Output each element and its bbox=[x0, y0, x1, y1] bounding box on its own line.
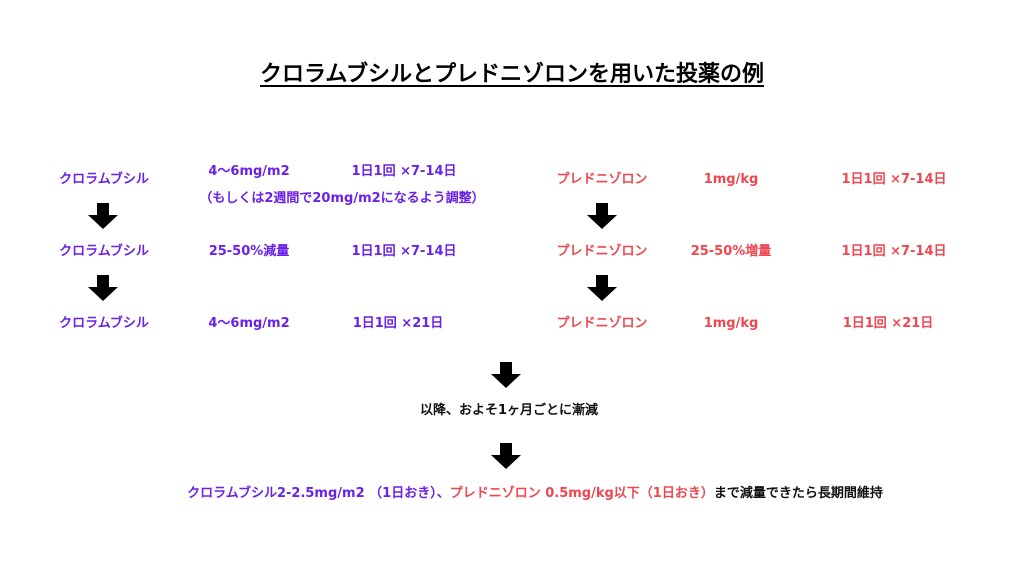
chlorambucil-step2-drug: クロラムブシル bbox=[59, 244, 149, 259]
prednisolone-step2-frequency: 1日1回 ×7-14日 bbox=[841, 244, 947, 259]
prednisolone-step3-drug: プレドニゾロン bbox=[556, 316, 648, 331]
chlorambucil-step2-dose: 25-50%減量 bbox=[208, 244, 290, 259]
chlorambucil-step1-drug: クロラムブシル bbox=[59, 172, 149, 187]
chlorambucil-step2-frequency: 1日1回 ×7-14日 bbox=[351, 244, 457, 259]
prednisolone-step2-drug: プレドニゾロン bbox=[556, 244, 648, 259]
maintenance-suffix: まで減量できたら長期間維持 bbox=[713, 486, 883, 501]
prednisolone-step1-drug: プレドニゾロン bbox=[556, 172, 648, 187]
taper-instruction: 以降、およそ1ヶ月ごとに漸減 bbox=[419, 403, 599, 418]
chlorambucil-step1-dose: 4〜6mg/m2 bbox=[208, 164, 290, 179]
chlorambucil-step3-frequency: 1日1回 ×21日 bbox=[352, 316, 444, 331]
maintenance-line: クロラムブシル2-2.5mg/m2 （1日おき）、プレドニゾロン 0.5mg/k… bbox=[187, 487, 883, 500]
chlorambucil-step3-dose: 4〜6mg/m2 bbox=[208, 316, 290, 331]
chlorambucil-step3-drug: クロラムブシル bbox=[59, 316, 149, 331]
maintenance-chlorambucil: クロラムブシル2-2.5mg/m2 （1日おき）、 bbox=[187, 486, 450, 501]
chlorambucil-step1-note: （もしくは2週間で20mg/m2になるよう調整） bbox=[199, 191, 485, 206]
prednisolone-step3-dose: 1mg/kg bbox=[703, 316, 759, 331]
prednisolone-step1-frequency: 1日1回 ×7-14日 bbox=[841, 172, 947, 187]
maintenance-prednisolone: プレドニゾロン 0.5mg/kg以下（1日おき） bbox=[449, 486, 714, 501]
diagram-title: クロラムブシルとプレドニゾロンを用いた投薬の例 bbox=[259, 62, 765, 87]
chlorambucil-step1-frequency: 1日1回 ×7-14日 bbox=[351, 164, 457, 179]
prednisolone-step1-dose: 1mg/kg bbox=[703, 172, 759, 187]
prednisolone-step2-dose: 25-50%増量 bbox=[690, 244, 772, 259]
prednisolone-step3-frequency: 1日1回 ×21日 bbox=[842, 316, 934, 331]
